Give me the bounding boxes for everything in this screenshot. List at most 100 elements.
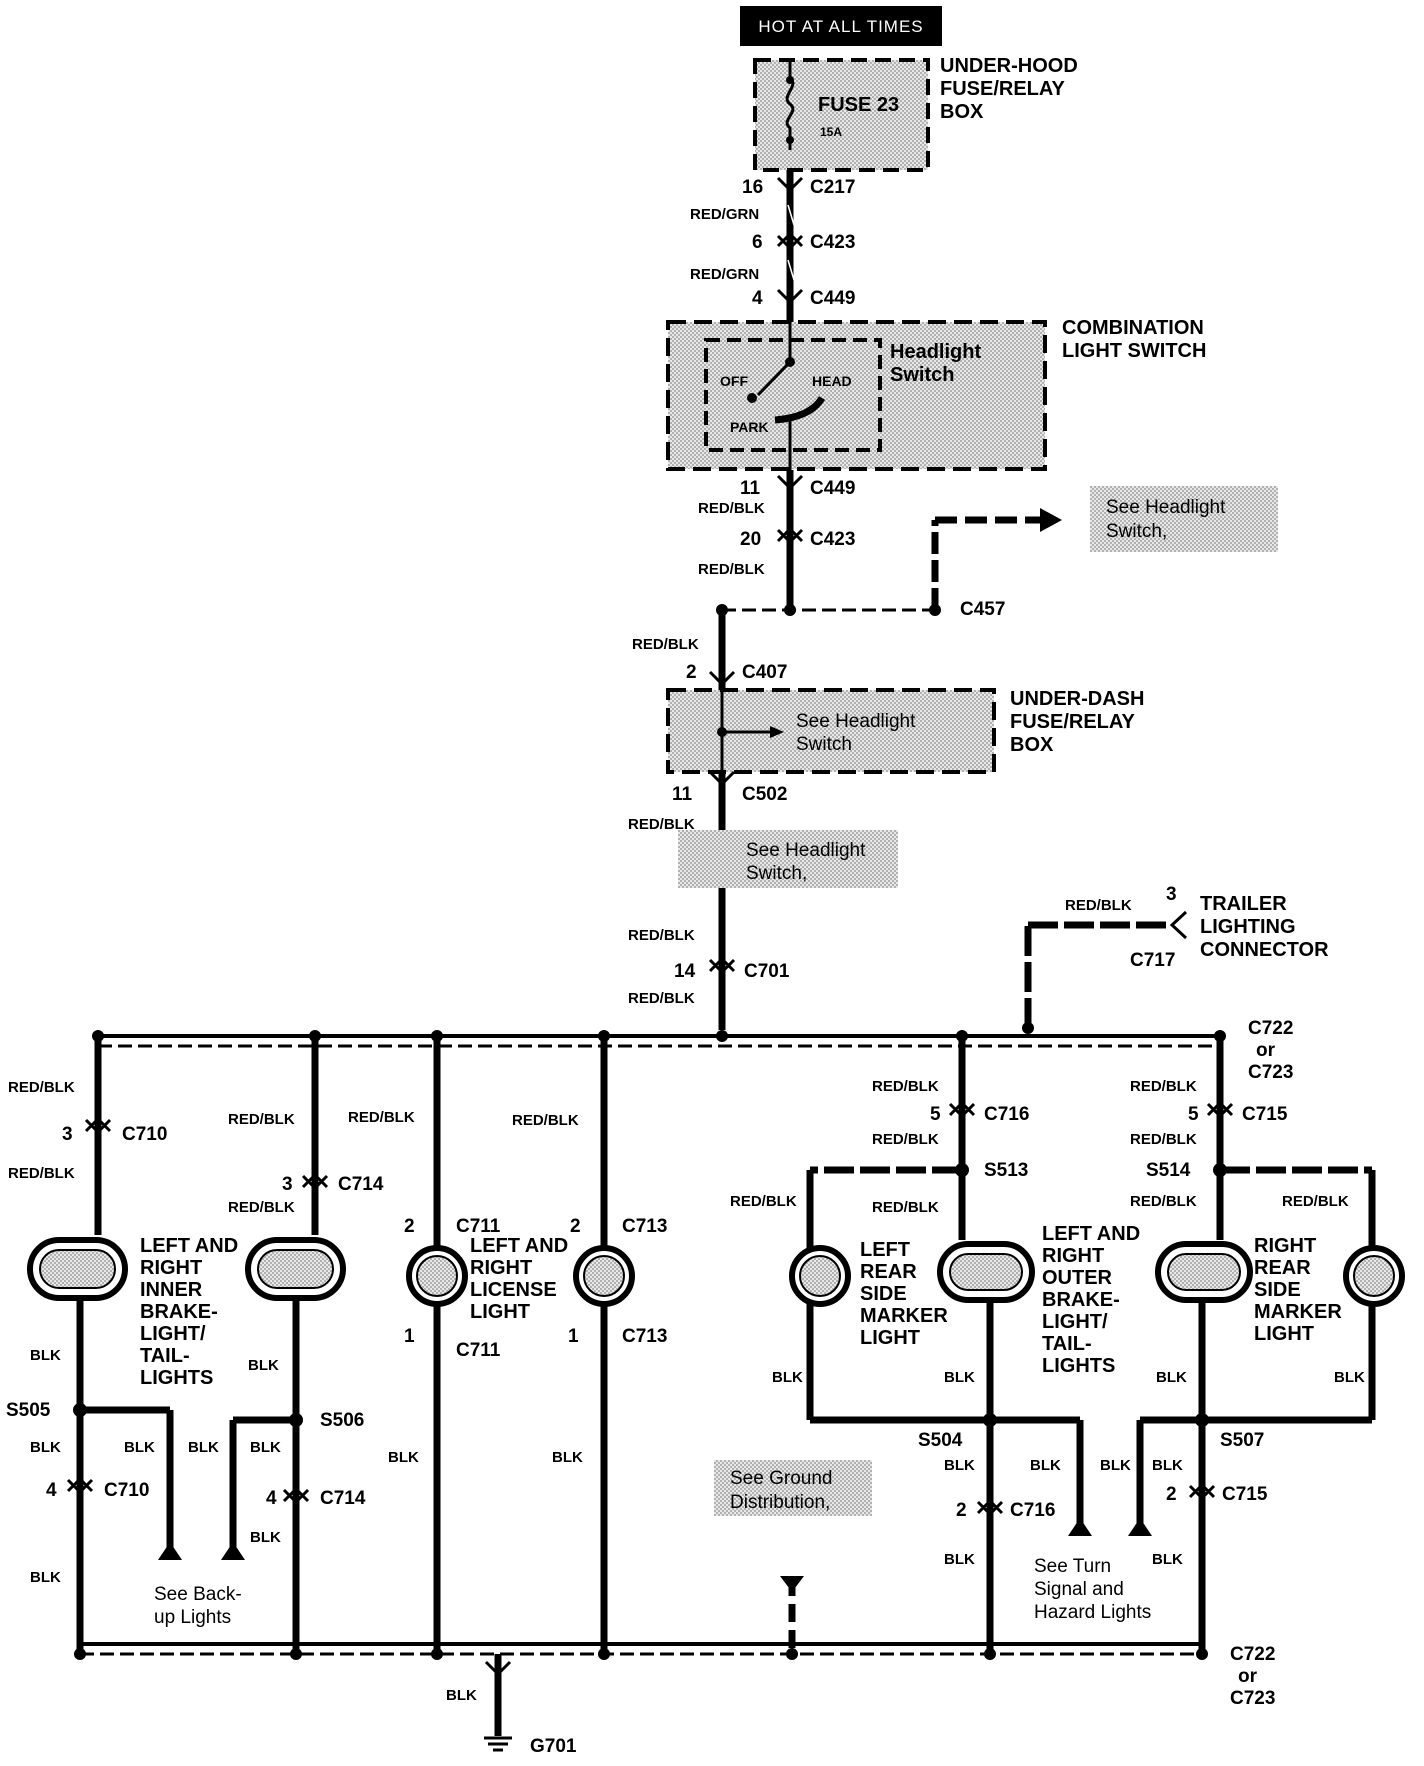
license-lamp-right-icon [573,1245,635,1307]
svg-text:11: 11 [740,478,761,499]
svg-text:S505: S505 [6,1400,51,1421]
svg-text:RIGHT: RIGHT [470,1257,532,1279]
svg-text:4: 4 [46,1480,57,1501]
svg-text:BLK: BLK [944,1369,975,1386]
svg-text:RED/BLK: RED/BLK [628,990,695,1007]
svg-text:RED/BLK: RED/BLK [730,1193,797,1210]
svg-text:BLK: BLK [1030,1457,1061,1474]
svg-text:RED/BLK: RED/BLK [8,1165,75,1182]
right-rear-marker-lamp-icon [1343,1245,1405,1307]
c449-bottom-connector-icon [776,474,804,491]
svg-text:RIGHT: RIGHT [140,1257,202,1279]
svg-text:C710: C710 [104,1480,149,1501]
svg-text:Switch,: Switch, [1106,521,1167,542]
svg-text:BLK: BLK [446,1687,477,1704]
svg-text:up Lights: up Lights [154,1607,231,1628]
svg-text:Distribution,: Distribution, [730,1492,830,1513]
svg-text:C715: C715 [1242,1104,1288,1125]
svg-text:RED/BLK: RED/BLK [1130,1193,1197,1210]
switch-arm-icon [756,360,792,397]
svg-text:C701: C701 [744,961,790,982]
branch-left-outer-group: RED/BLK 5 C716 RED/BLK S513 RED/BLK RED/… [730,1036,1092,1654]
svg-text:RED/BLK: RED/BLK [8,1079,75,1096]
svg-text:LIGHT: LIGHT [470,1301,530,1323]
svg-text:RIGHT: RIGHT [1042,1245,1104,1267]
svg-text:15A: 15A [820,125,842,139]
svg-text:BLK: BLK [1100,1457,1131,1474]
fuse-icon [785,62,795,150]
svg-text:2: 2 [956,1500,967,1521]
svg-text:RED/BLK: RED/BLK [1065,897,1132,914]
svg-text:CONNECTOR: CONNECTOR [1200,939,1329,961]
svg-text:C716: C716 [984,1104,1029,1125]
label-left-rear-marker: LEFT REAR SIDE MARKER LIGHT [860,1239,948,1349]
svg-text:OUTER: OUTER [1042,1267,1113,1289]
svg-text:11: 11 [672,784,693,805]
svg-text:20: 20 [740,529,761,550]
svg-text:SIDE: SIDE [860,1283,907,1305]
svg-text:C716: C716 [1010,1500,1055,1521]
branch-license-right: RED/BLK 2 C713 1 C713 BLK [512,1036,667,1654]
svg-text:SIDE: SIDE [1254,1279,1301,1301]
svg-text:Switch: Switch [890,364,954,386]
svg-text:C710: C710 [122,1124,167,1145]
svg-text:G701: G701 [530,1736,577,1757]
svg-text:BLK: BLK [30,1439,61,1456]
svg-text:See Headlight: See Headlight [1106,497,1226,518]
svg-text:14: 14 [674,961,696,982]
svg-text:BLK: BLK [552,1449,583,1466]
svg-text:LEFT AND: LEFT AND [140,1235,238,1257]
svg-text:C502: C502 [742,784,787,805]
svg-text:C722: C722 [1230,1644,1275,1665]
svg-text:LICENSE: LICENSE [470,1279,557,1301]
svg-text:C717: C717 [1130,950,1175,971]
svg-text:PARK: PARK [730,419,769,435]
svg-text:BLK: BLK [250,1439,281,1456]
svg-text:COMBINATION: COMBINATION [1062,317,1204,339]
svg-text:2: 2 [1166,1484,1177,1505]
svg-text:4: 4 [752,288,763,309]
svg-text:LIGHTS: LIGHTS [140,1367,213,1389]
svg-text:C449: C449 [810,288,855,309]
branch-inner-brake-right: RED/BLK 3 C714 RED/BLK BLK S506 BLK 4 C7… [188,1036,384,1654]
svg-text:BRAKE-: BRAKE- [140,1301,218,1323]
svg-text:LIGHT: LIGHT [1254,1323,1314,1345]
svg-text:See Ground: See Ground [730,1468,832,1489]
svg-text:C713: C713 [622,1216,667,1237]
svg-text:RED/BLK: RED/BLK [1282,1193,1349,1210]
svg-text:16: 16 [742,177,763,198]
note-see-headlight-switch-1: See Headlight Switch, [1090,486,1278,552]
trailer-lighting-connector: RED/BLK 3 C717 TRAILER LIGHTING CONNECTO… [1024,884,1329,1028]
ground-g701: BLK G701 [446,1654,577,1757]
branch-right-outer-group: RED/BLK 5 C715 RED/BLK S514 RED/BLK RED/… [1100,1036,1405,1654]
svg-text:BOX: BOX [940,101,984,123]
svg-text:MARKER: MARKER [1254,1301,1342,1323]
svg-text:C714: C714 [320,1488,366,1509]
svg-text:C715: C715 [1222,1484,1268,1505]
under-dash-fuse-relay-box: See Headlight Switch UNDER-DASH FUSE/REL… [666,688,1144,774]
svg-text:C722: C722 [1248,1018,1293,1039]
svg-text:BLK: BLK [248,1357,279,1374]
svg-text:4: 4 [266,1488,277,1509]
svg-text:HOT AT ALL TIMES: HOT AT ALL TIMES [758,17,923,36]
svg-text:BLK: BLK [1156,1369,1187,1386]
svg-text:Headlight: Headlight [890,341,981,363]
svg-text:RED/BLK: RED/BLK [512,1112,579,1129]
branch-inner-brake-left: RED/BLK 3 C710 RED/BLK BLK S505 BLK 4 C7… [6,1036,182,1654]
c457-branch: C457 [716,508,1062,620]
c217-connector-icon [776,176,804,193]
svg-text:FUSE/RELAY: FUSE/RELAY [1010,711,1136,733]
svg-text:TAIL-: TAIL- [1042,1333,1092,1355]
svg-text:RED/BLK: RED/BLK [628,927,695,944]
note-see-back-up-lights: See Back- up Lights [154,1584,242,1628]
svg-text:2: 2 [404,1216,415,1237]
bottom-bus: C722 or C723 [74,1642,1275,1709]
svg-text:LIGHTING: LIGHTING [1200,916,1296,938]
svg-text:S504: S504 [918,1430,963,1451]
svg-text:See Headlight: See Headlight [796,711,916,732]
label-license-lights: LEFT AND RIGHT LICENSE LIGHT [470,1235,568,1323]
svg-text:REAR: REAR [1254,1257,1311,1279]
svg-text:LEFT AND: LEFT AND [1042,1223,1140,1245]
svg-text:Switch: Switch [796,734,852,755]
inner-brake-lamp-right-icon [245,1237,346,1301]
